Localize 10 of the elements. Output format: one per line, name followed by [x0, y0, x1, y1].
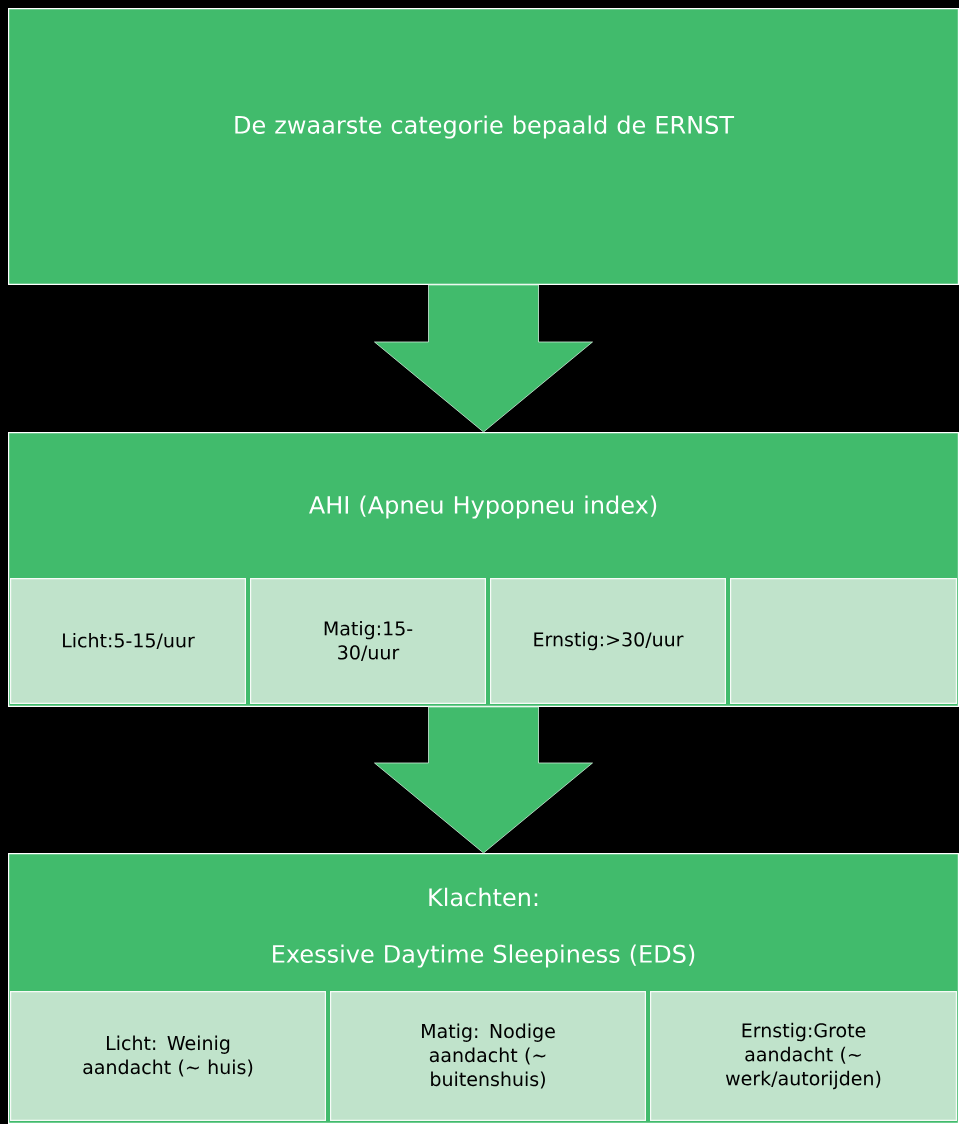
table-cell: Ernstig:Grote aandacht (∼ werk/autorijden): [650, 991, 957, 1121]
block-arrow: [374, 706, 593, 854]
block-arrow: [374, 284, 593, 433]
table-cell: Matig: Nodige aandacht (∼ buitenshuis): [330, 991, 646, 1121]
table-cell: Licht: Weinig aandacht (∼ huis): [10, 991, 326, 1121]
process-box: De zwaarste categorie bepaald de ERNST: [8, 8, 959, 285]
empty-cell: [730, 578, 957, 704]
table-cell: Matig:15-30/uur: [250, 578, 486, 704]
table-cell: Ernstig:>30/uur: [490, 578, 726, 704]
table-cell: Licht:5-15/uur: [10, 578, 246, 704]
